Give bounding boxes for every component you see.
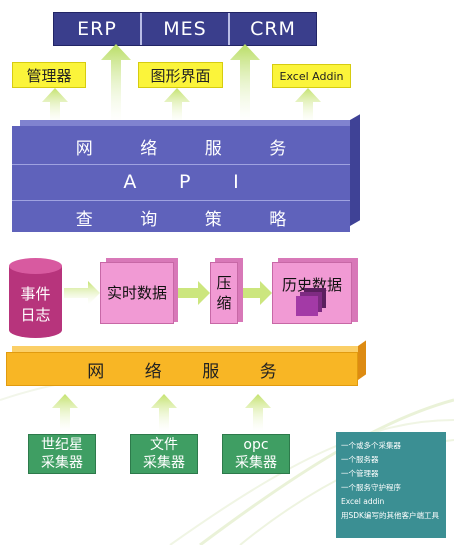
api-row-char: P [178, 171, 191, 193]
client-gui: 图形界面 [138, 62, 223, 88]
arrow-up-icon [42, 88, 68, 124]
event-log-cylinder [9, 266, 62, 330]
api-block-side-face [350, 114, 360, 226]
event-log-label: 事件 日志 [9, 284, 62, 326]
event-log-line: 事件 [20, 285, 51, 303]
network-char: 服 [202, 361, 220, 382]
collector-file: 文件 采集器 [130, 434, 198, 474]
arrow-up-icon [245, 394, 271, 432]
arrow-right-icon [240, 281, 272, 305]
collector-line: 世纪星 [41, 437, 83, 453]
arrow-up-icon [295, 88, 321, 124]
api-row-api: A P I [12, 168, 350, 196]
arrow-right-icon [178, 281, 210, 305]
legend-panel: 一个或多个采集器 一个服务器 一个管理器 一个服务守护程序 Excel addi… [336, 432, 446, 538]
client-manager: 管理器 [12, 62, 86, 88]
legend-item: 一个管理器 [341, 469, 379, 478]
legend-item: 一个或多个采集器 [341, 441, 401, 450]
api-row-char: 服 [204, 138, 222, 159]
api-row-char: 网 [75, 138, 93, 159]
api-row-char: A [123, 171, 137, 193]
api-row-char: 策 [204, 209, 222, 230]
compress-line: 压 [216, 274, 232, 292]
network-char: 络 [144, 361, 162, 382]
event-log-line: 日志 [20, 306, 51, 324]
arrow-up-icon [52, 394, 78, 432]
legend-item: Excel addin [341, 497, 385, 506]
legend-item: 一个服务器 [341, 455, 379, 464]
event-log-cylinder-top [9, 258, 62, 274]
arrow-up-icon [230, 44, 260, 124]
api-divider [12, 164, 350, 165]
system-crm: CRM [250, 18, 296, 40]
api-row-query-strategy: 查 询 策 略 [12, 203, 350, 231]
api-row-char: 务 [269, 138, 287, 159]
arrow-right-icon [64, 281, 100, 305]
api-row-network-service: 网 络 服 务 [12, 132, 350, 160]
arrow-up-icon [151, 394, 177, 432]
collector-line: 采集器 [41, 455, 83, 471]
client-excel-addin: Excel Addin [272, 64, 351, 88]
network-block-side-face [358, 340, 366, 380]
network-service-block: 网 络 服 务 [6, 352, 358, 386]
compress-box: 压 缩 [210, 262, 238, 324]
collector-line: 采集器 [143, 455, 185, 471]
api-block-top-face [20, 120, 358, 128]
collector-shijixing: 世纪星 采集器 [28, 434, 96, 474]
collector-line: opc [243, 437, 269, 453]
api-row-char: 略 [269, 209, 287, 230]
api-block: 网 络 服 务 A P I 查 询 策 略 [12, 126, 350, 232]
system-erp: ERP [54, 13, 142, 45]
network-char: 务 [259, 361, 277, 382]
network-char: 网 [87, 361, 105, 382]
top-systems-bar: ERP MES CRM [53, 12, 317, 46]
api-row-char: I [233, 171, 239, 193]
compress-line: 缩 [216, 294, 232, 312]
collector-opc: opc 采集器 [222, 434, 290, 474]
database-stack-icon [296, 288, 326, 316]
legend-item: 一个服务守护程序 [341, 483, 401, 492]
api-row-char: 查 [75, 209, 93, 230]
realtime-data-box: 实时数据 [100, 262, 174, 324]
network-block-top-face [12, 346, 364, 352]
collector-line: 文件 [150, 437, 178, 453]
system-mes: MES [142, 13, 230, 45]
api-divider [12, 200, 350, 201]
collector-line: 采集器 [235, 455, 277, 471]
arrow-up-icon [164, 88, 190, 124]
api-row-char: 络 [140, 138, 158, 159]
arrow-up-icon [101, 44, 131, 124]
legend-item: 用SDK编写的其他客户端工具 [341, 511, 439, 520]
api-row-char: 询 [140, 209, 158, 230]
